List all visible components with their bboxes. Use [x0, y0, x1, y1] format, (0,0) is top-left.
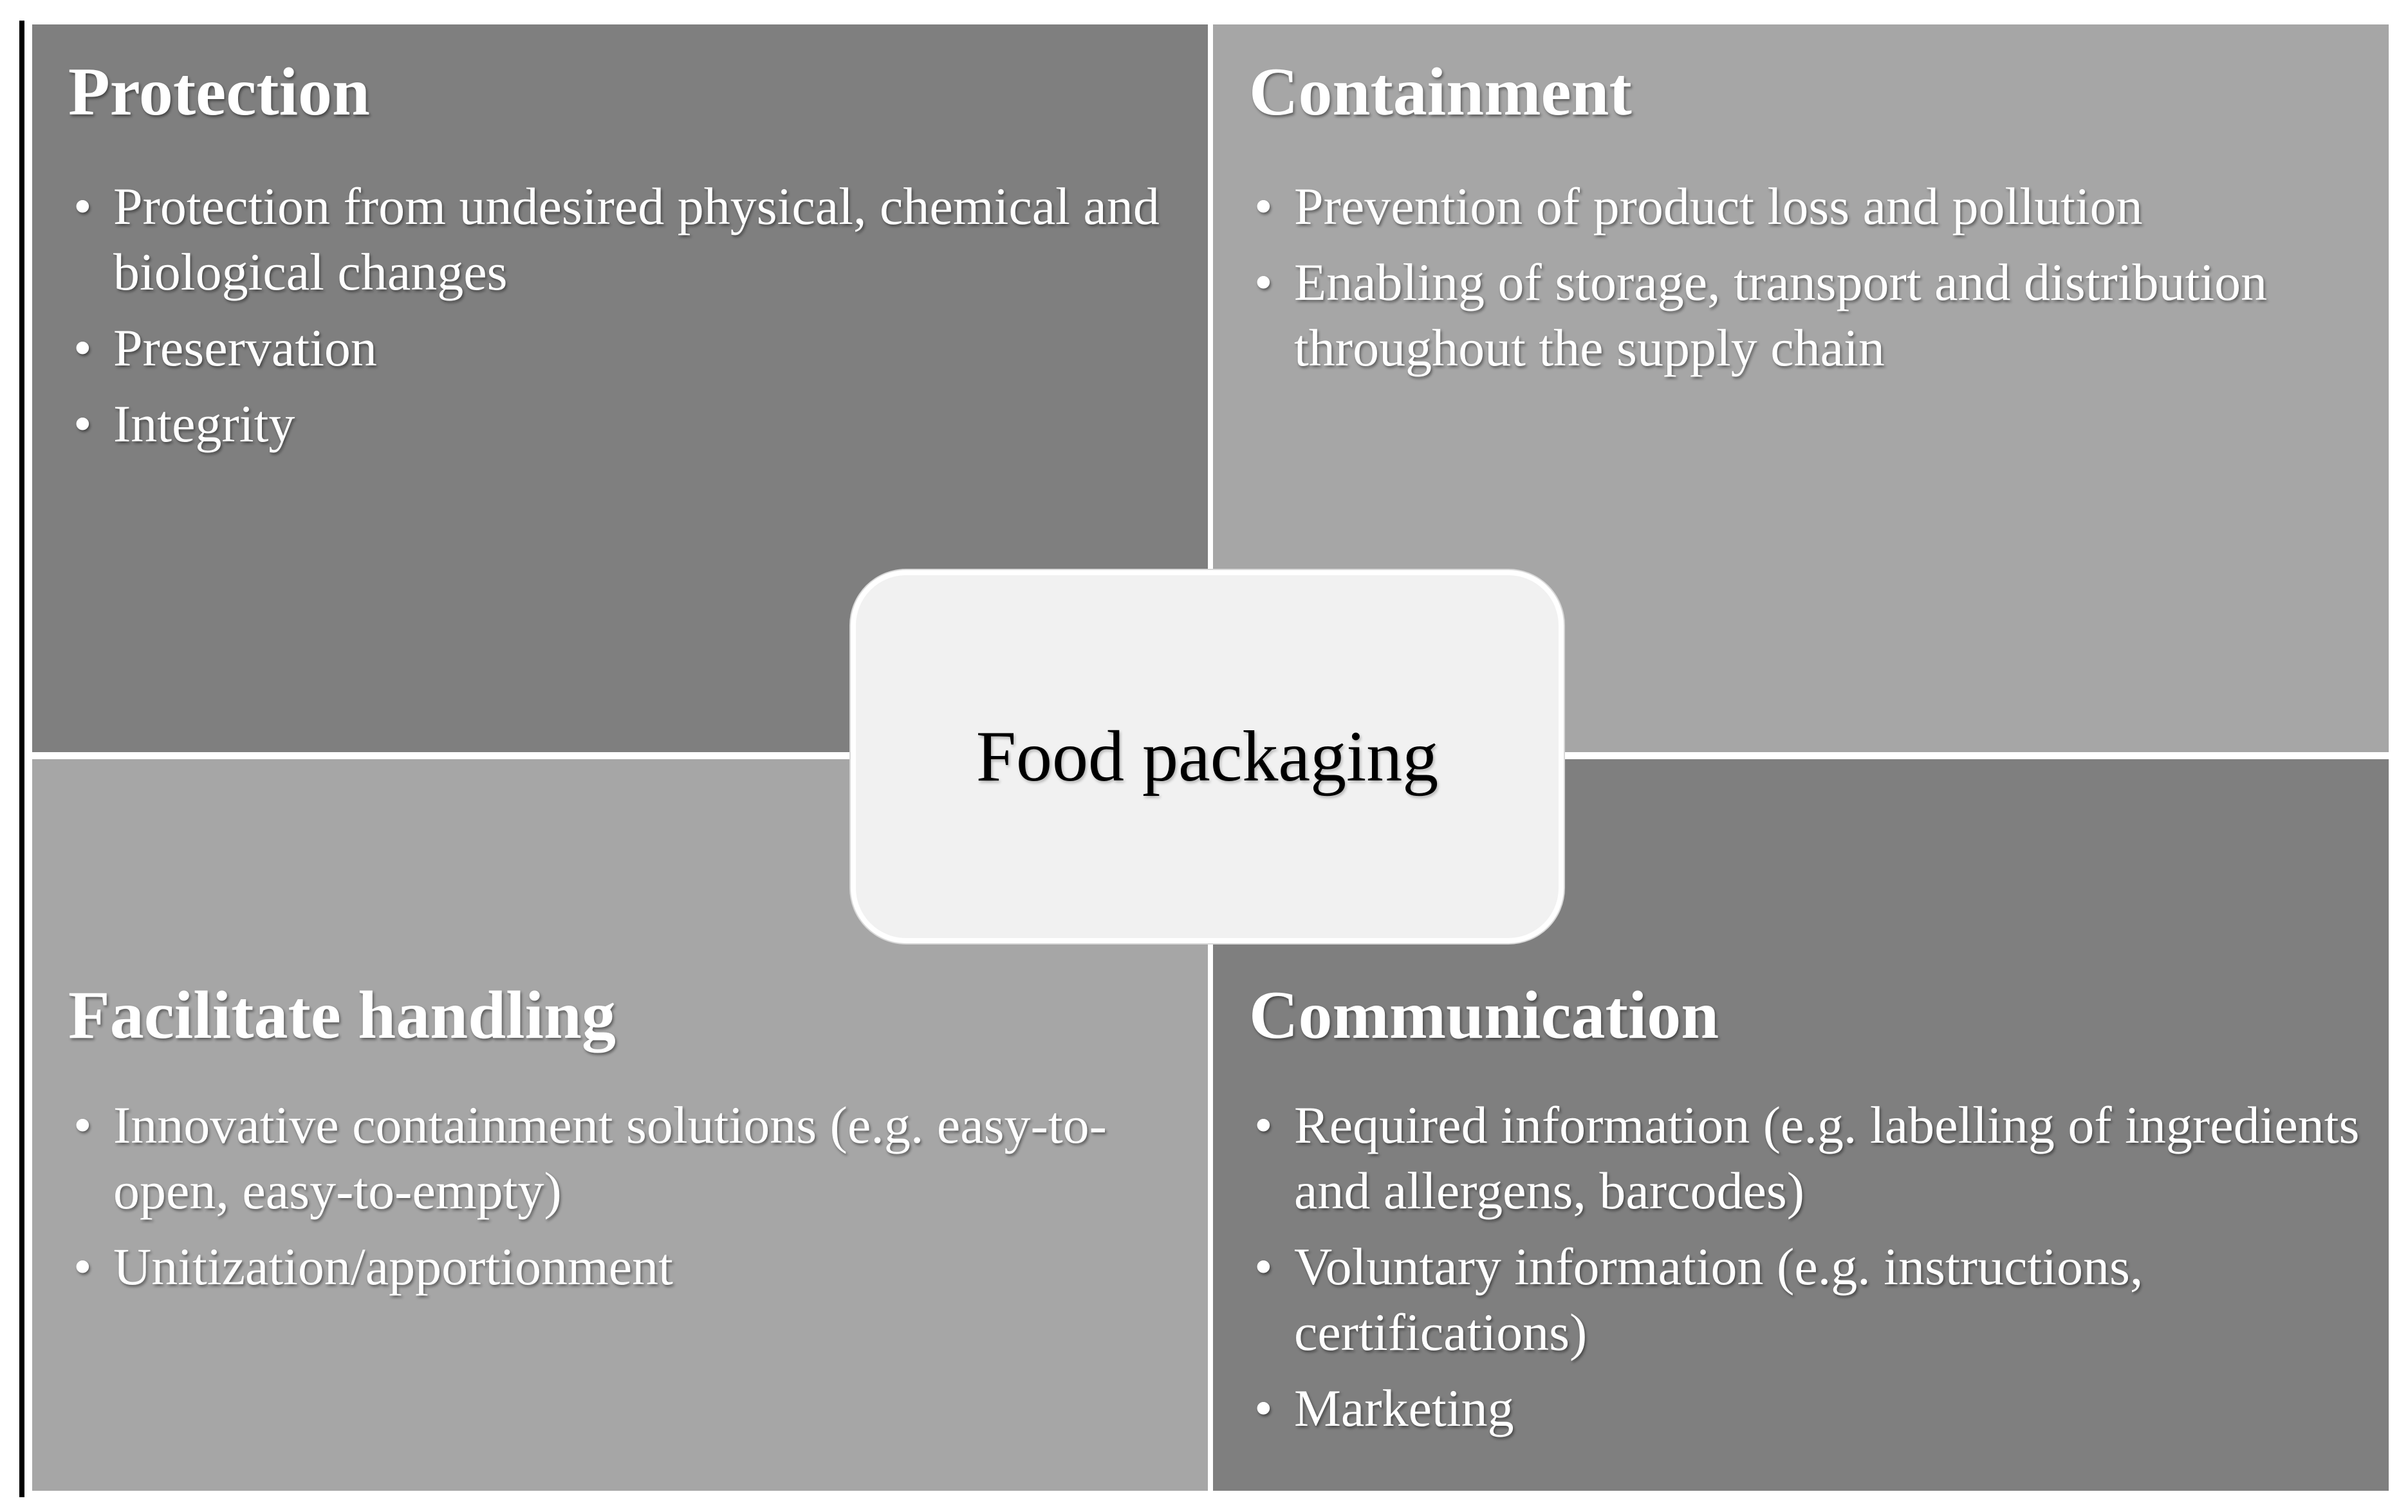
quadrant-title-containment: Containment: [1249, 54, 1632, 129]
list-item: Prevention of product loss and pollution: [1254, 174, 2363, 239]
quadrant-list-facilitate-handling: Innovative containment solutions (e.g. e…: [73, 1093, 1182, 1310]
list-item: Voluntary information (e.g. instructions…: [1254, 1234, 2363, 1365]
quadrant-title-communication: Communication: [1249, 977, 1719, 1053]
quadrant-list-containment: Prevention of product loss and pollution…: [1254, 174, 2363, 391]
list-item: Enabling of storage, transport and distr…: [1254, 250, 2363, 381]
list-item: Protection from undesired physical, chem…: [73, 174, 1182, 305]
list-item: Preservation: [73, 315, 1182, 381]
left-border-line: [19, 21, 24, 1497]
quadrant-facilitate-handling: Facilitate handling Innovative containme…: [32, 759, 1208, 1491]
list-item: Marketing: [1254, 1376, 2363, 1441]
center-node-food-packaging: Food packaging: [851, 570, 1564, 943]
quadrant-protection: Protection Protection from undesired phy…: [32, 24, 1208, 752]
quadrant-list-communication: Required information (e.g. labelling of …: [1254, 1093, 2363, 1452]
quadrant-list-protection: Protection from undesired physical, chem…: [73, 174, 1182, 467]
list-item: Unitization/apportionment: [73, 1234, 1182, 1300]
list-item: Required information (e.g. labelling of …: [1254, 1093, 2363, 1224]
center-label: Food packaging: [976, 716, 1439, 797]
list-item: Innovative containment solutions (e.g. e…: [73, 1093, 1182, 1224]
quadrant-containment: Containment Prevention of product loss a…: [1213, 24, 2389, 752]
list-item: Integrity: [73, 391, 1182, 457]
quadrant-title-facilitate-handling: Facilitate handling: [68, 977, 616, 1053]
quadrant-title-protection: Protection: [68, 54, 370, 129]
